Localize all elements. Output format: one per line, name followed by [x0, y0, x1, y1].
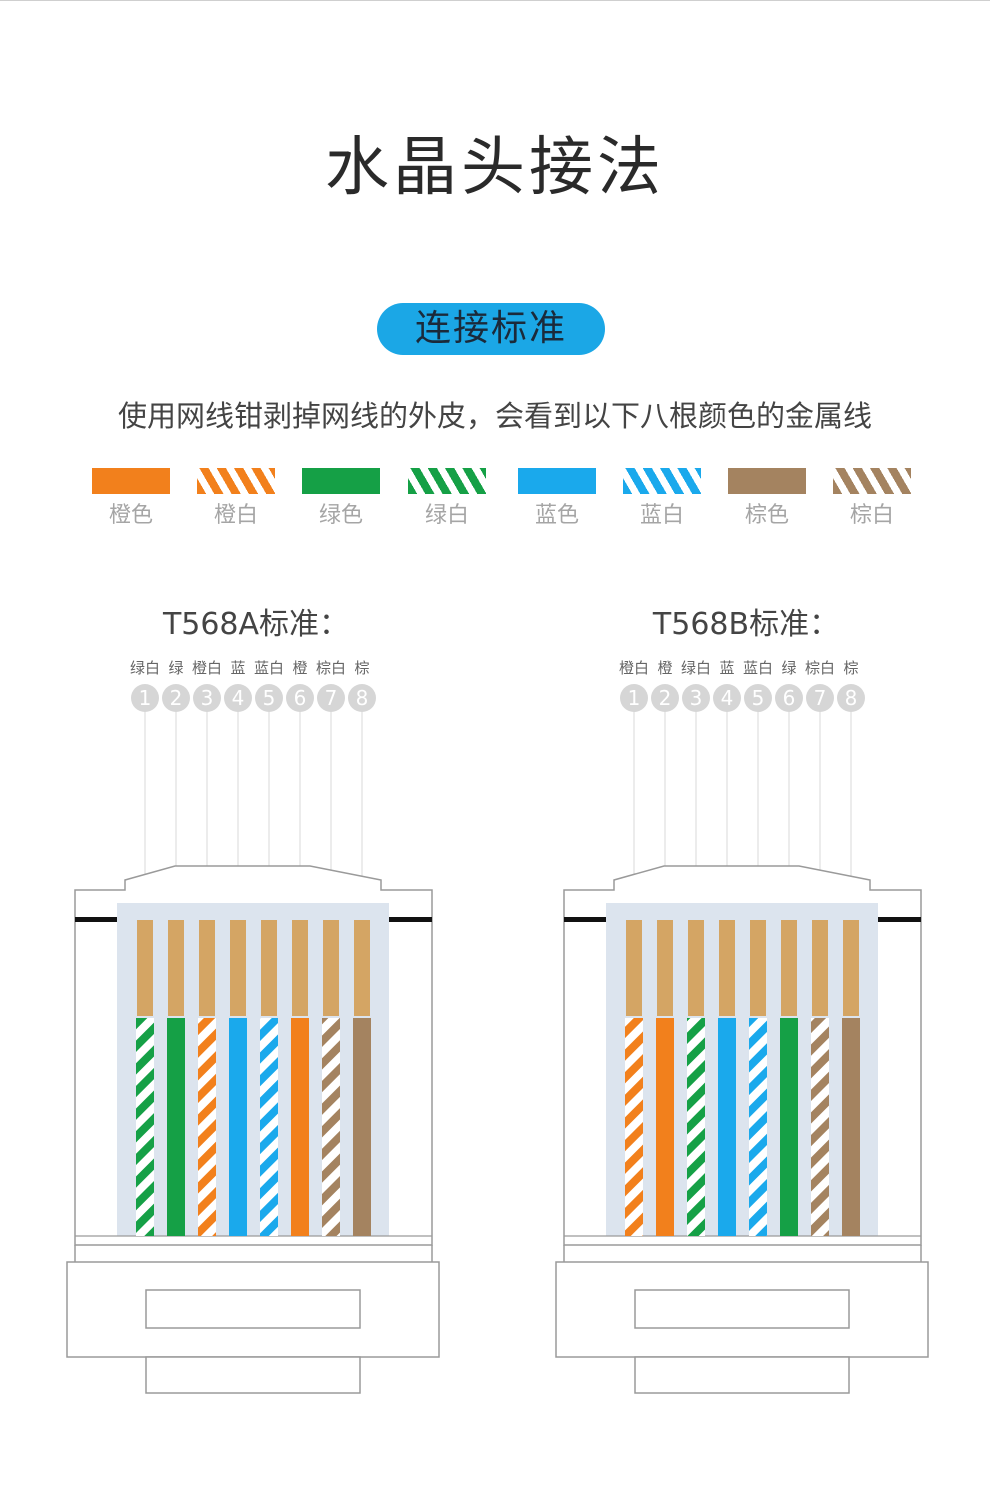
wire-green-white — [136, 1018, 154, 1236]
connector-tray — [606, 903, 878, 1236]
gold-contact — [843, 920, 859, 1016]
gold-contact — [719, 920, 735, 1016]
color-swatch-brown-white — [833, 468, 911, 494]
color-swatch-green — [302, 468, 380, 494]
color-legend: 橙色 橙白 绿色 绿白 蓝色 蓝白 棕色 棕白 — [0, 468, 990, 538]
pin-number: 8 — [348, 684, 376, 712]
gold-contact — [230, 920, 246, 1016]
pin-label: 绿白 — [129, 659, 161, 677]
page-title: 水晶头接法 — [325, 131, 665, 205]
wire-orange — [656, 1018, 674, 1236]
gold-contact — [168, 920, 184, 1016]
color-swatch-brown — [728, 468, 806, 494]
wire-blue — [718, 1018, 736, 1236]
wire-brown-white — [322, 1018, 340, 1236]
color-swatch-green-white — [408, 468, 486, 494]
gold-contact — [688, 920, 704, 1016]
standard-badge: 连接标准 — [377, 303, 605, 355]
swatch-label: 橙白 — [213, 503, 258, 528]
pin-number: 3 — [682, 684, 710, 712]
swatch-label: 橙色 — [108, 503, 153, 528]
gold-contact — [137, 920, 153, 1016]
pin-label: 棕白 — [804, 659, 836, 677]
latch-tab — [634, 1356, 850, 1394]
color-swatch-orange — [92, 468, 170, 494]
swatch-label: 蓝色 — [534, 503, 579, 528]
gold-contact — [323, 920, 339, 1016]
gold-contact — [292, 920, 308, 1016]
gold-contact — [261, 920, 277, 1016]
cable-edge-right — [389, 917, 432, 922]
gold-contact — [781, 920, 797, 1016]
wire-green — [780, 1018, 798, 1236]
color-swatch-blue — [518, 468, 596, 494]
wire-blue-white — [260, 1018, 278, 1236]
gold-contact — [199, 920, 215, 1016]
latch-window — [145, 1289, 361, 1329]
pin-number: 4 — [224, 684, 252, 712]
latch-window — [634, 1289, 850, 1329]
pin-label: 蓝白 — [253, 659, 285, 677]
pin-number: 2 — [162, 684, 190, 712]
wire-orange-white — [198, 1018, 216, 1236]
standard-title: T568A标准： — [162, 607, 350, 642]
swatch-label: 蓝白 — [639, 503, 684, 528]
gold-contact — [626, 920, 642, 1016]
pin-label: 橙白 — [191, 659, 223, 677]
swatch-label: 棕白 — [849, 503, 894, 528]
pin-label: 棕白 — [315, 659, 347, 677]
top-divider — [0, 0, 990, 1]
pin-label: 橙 — [292, 659, 308, 677]
wire-blue-white — [749, 1018, 767, 1236]
color-swatch-orange-white — [197, 468, 275, 494]
color-swatch-blue-white — [623, 468, 701, 494]
pin-number: 2 — [651, 684, 679, 712]
swatch-label: 绿色 — [318, 503, 363, 528]
swatch-label: 绿白 — [424, 503, 469, 528]
pin-number: 5 — [744, 684, 772, 712]
pin-number: 6 — [286, 684, 314, 712]
pin-label: 蓝白 — [742, 659, 774, 677]
wire-green-white — [687, 1018, 705, 1236]
pin-label: 蓝 — [230, 659, 246, 677]
cable-edge-left — [75, 917, 117, 922]
standard-title: T568B标准： — [652, 607, 840, 642]
pin-label: 橙白 — [618, 659, 650, 677]
pin-number: 7 — [806, 684, 834, 712]
pin-label: 绿 — [168, 659, 184, 677]
gold-contact — [812, 920, 828, 1016]
wire-orange-white — [625, 1018, 643, 1236]
gold-contact — [750, 920, 766, 1016]
wire-brown — [842, 1018, 860, 1236]
wire-blue — [229, 1018, 247, 1236]
pin-number: 8 — [837, 684, 865, 712]
pin-label: 棕 — [843, 659, 859, 677]
pin-label: 橙 — [657, 659, 673, 677]
pin-number: 1 — [131, 684, 159, 712]
wire-brown — [353, 1018, 371, 1236]
connector-tray — [117, 903, 389, 1236]
pin-number: 4 — [713, 684, 741, 712]
description-text: 使用网线钳剥掉网线的外皮，会看到以下八根颜色的金属线 — [117, 399, 872, 433]
latch-tab — [145, 1356, 361, 1394]
pin-number: 3 — [193, 684, 221, 712]
gold-contact — [354, 920, 370, 1016]
wire-brown-white — [811, 1018, 829, 1236]
pin-label: 绿 — [781, 659, 797, 677]
wire-green — [167, 1018, 185, 1236]
pin-number: 5 — [255, 684, 283, 712]
cable-edge-right — [878, 917, 921, 922]
cable-edge-left — [564, 917, 606, 922]
wire-orange — [291, 1018, 309, 1236]
swatch-label: 棕色 — [744, 503, 789, 528]
pin-label: 棕 — [354, 659, 370, 677]
pin-label: 绿白 — [680, 659, 712, 677]
pin-number: 7 — [317, 684, 345, 712]
pin-number: 6 — [775, 684, 803, 712]
pin-label: 蓝 — [719, 659, 735, 677]
gold-contact — [657, 920, 673, 1016]
pin-number: 1 — [620, 684, 648, 712]
